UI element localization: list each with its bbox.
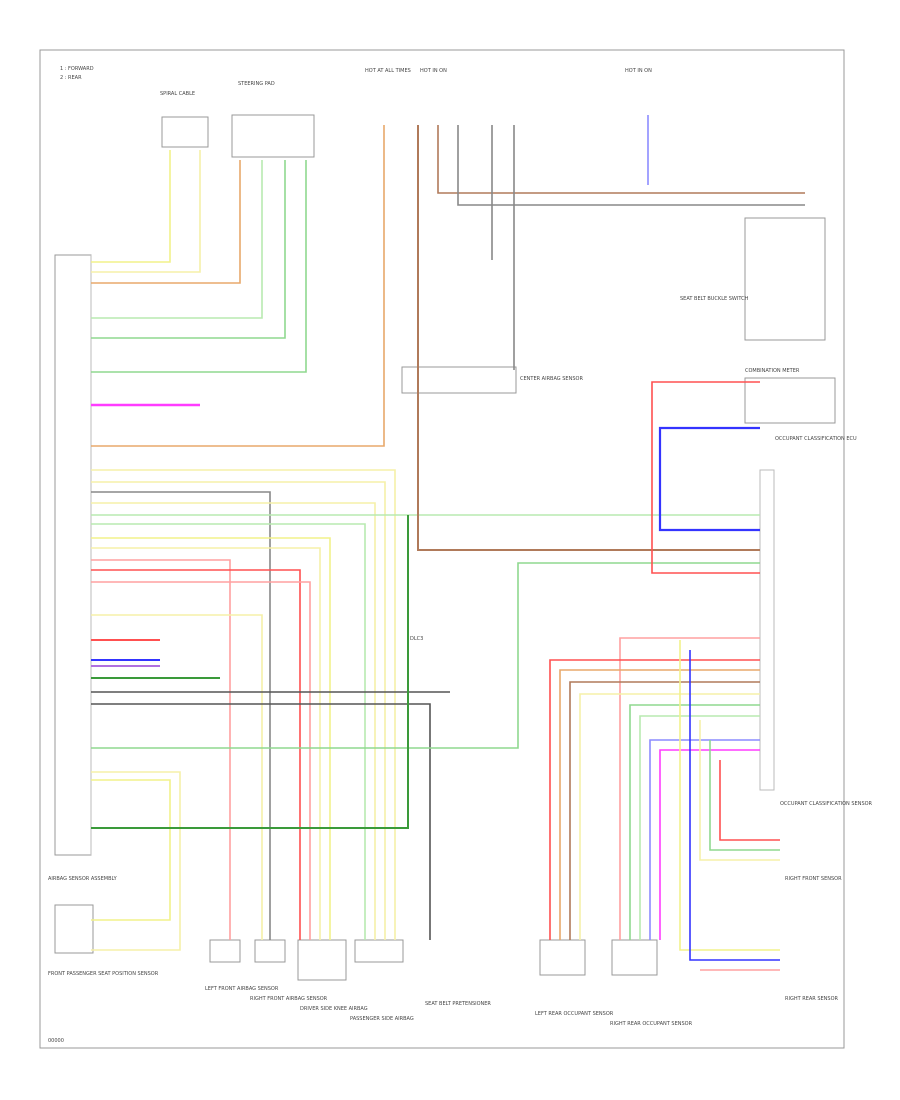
- combo-meter-label: COMBINATION METER: [745, 368, 800, 374]
- wire-45: [639, 715, 760, 940]
- dlc-label: DLC3: [410, 636, 423, 642]
- seat-belt-switch-label: SEAT BELT BUCKLE SWITCH: [680, 296, 749, 302]
- wire-46: [649, 739, 760, 940]
- pt-sensor-box: [54, 904, 94, 954]
- wire-18: [91, 569, 301, 940]
- wire-51: [679, 640, 780, 951]
- wire-52: [689, 650, 780, 961]
- wires: [91, 115, 805, 971]
- bottom-connector-1: [209, 939, 241, 963]
- occupant-ecu-connector: [759, 469, 775, 791]
- bottom-5-label: SEAT BELT PRETENSIONER: [425, 1001, 491, 1007]
- ecu-connector-left: [54, 254, 92, 856]
- steering-pad-label: STEERING PAD: [238, 81, 275, 87]
- bottom-4-label: PASSENGER SIDE AIRBAG: [350, 1016, 414, 1022]
- wire-37: [651, 381, 760, 574]
- steering-pad-box: [231, 114, 315, 158]
- bottom-1-label: LEFT FRONT AIRBAG SENSOR: [205, 986, 279, 992]
- wire-8: [91, 125, 385, 447]
- bottom-2-label: RIGHT FRONT AIRBAG SENSOR: [250, 996, 328, 1002]
- wire-17: [91, 559, 231, 940]
- wire-27: [91, 562, 760, 749]
- wire-42: [569, 681, 760, 940]
- wire-2: [91, 150, 201, 273]
- wire-40: [549, 659, 760, 940]
- wire-14: [91, 523, 366, 940]
- wire-5: [91, 160, 286, 339]
- wire-39: [619, 637, 760, 940]
- wire-9: [91, 469, 396, 940]
- right-3-label: RIGHT REAR SENSOR: [785, 996, 839, 1002]
- diagram-border: [39, 49, 845, 1049]
- footer-code: 00000: [48, 1038, 64, 1044]
- seat-belt-switch-box: [744, 217, 826, 341]
- wire-6: [91, 160, 307, 373]
- wire-30: [91, 515, 409, 829]
- wire-41: [559, 669, 760, 940]
- wire-44: [629, 704, 760, 940]
- wire-33: [457, 125, 805, 206]
- wire-48: [719, 760, 780, 841]
- bottom-connector-3: [297, 939, 347, 981]
- wire-11: [91, 491, 271, 940]
- legend-1: 1 : FORWARD: [60, 66, 94, 72]
- wire-15: [91, 537, 331, 940]
- right-2-label: RIGHT FRONT SENSOR: [785, 876, 842, 882]
- center-sensor-box: [401, 366, 517, 394]
- wire-19: [91, 581, 311, 940]
- wire-32: [437, 125, 805, 194]
- wire-49: [709, 740, 780, 851]
- bottom-7-label: RIGHT REAR OCCUPANT SENSOR: [610, 1021, 693, 1027]
- bottom-connector-2: [254, 939, 286, 963]
- occupant-ecu-label: OCCUPANT CLASSIFICATION ECU: [775, 436, 857, 442]
- right-1-label: OCCUPANT CLASSIFICATION SENSOR: [780, 801, 873, 807]
- wire-38: [658, 426, 760, 532]
- bottom-connector-7: [611, 939, 658, 976]
- wire-29: [91, 779, 171, 921]
- legend-2: 2 : REAR: [60, 75, 82, 81]
- pt-sensor-label: FRONT PASSENGER SEAT POSITION SENSOR: [48, 971, 159, 977]
- wire-31: [417, 125, 760, 551]
- wire-10: [91, 481, 386, 940]
- bottom-6-label: LEFT REAR OCCUPANT SENSOR: [535, 1011, 614, 1017]
- wire-50: [699, 720, 780, 861]
- bottom-3-label: DRIVER SIDE KNEE AIRBAG: [300, 1006, 368, 1012]
- wire-47: [659, 749, 760, 940]
- center-sensor-label: CENTER AIRBAG SENSOR: [520, 376, 583, 382]
- spiral-cable-label: SPIRAL CABLE: [160, 91, 195, 97]
- ecu-left-label: AIRBAG SENSOR ASSEMBLY: [48, 876, 118, 882]
- bottom-connector-6: [539, 939, 586, 976]
- wire-3: [91, 160, 241, 284]
- wire-28: [91, 771, 181, 951]
- wire-16: [91, 547, 321, 940]
- combo-meter-box: [744, 377, 836, 424]
- fuse-3-label: HOT IN ON: [625, 68, 652, 74]
- fuse-1-label: HOT AT ALL TIMES: [365, 68, 411, 74]
- wire-26: [91, 703, 431, 940]
- wire-12: [91, 502, 376, 940]
- bottom-connector-4: [354, 939, 404, 963]
- wire-1: [91, 150, 171, 263]
- wire-4: [91, 160, 263, 319]
- spiral-cable-box: [161, 116, 209, 148]
- wire-43: [579, 693, 760, 940]
- wire-20: [91, 614, 263, 940]
- fuse-2-label: HOT IN ON: [420, 68, 447, 74]
